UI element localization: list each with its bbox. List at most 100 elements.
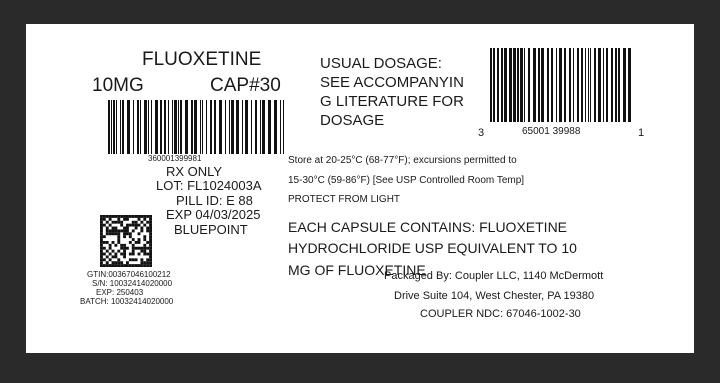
barcode-bar xyxy=(509,48,512,122)
capsule-contents-line-1: EACH CAPSULE CONTAINS: FLUOXETINE xyxy=(288,219,568,235)
datamatrix-module xyxy=(137,246,141,250)
datamatrix-module xyxy=(100,241,103,244)
datamatrix-module xyxy=(117,258,121,262)
datamatrix-module xyxy=(105,226,109,230)
barcode-bar xyxy=(144,100,147,154)
datamatrix-module xyxy=(120,246,124,250)
barcode-bar xyxy=(251,100,252,154)
barcode-bar xyxy=(520,48,523,122)
barcode-bar xyxy=(538,48,540,122)
datamatrix-module xyxy=(131,252,135,256)
datamatrix-module xyxy=(100,217,103,221)
datamatrix-module xyxy=(111,264,115,267)
datamatrix-module xyxy=(114,226,118,230)
datamatrix-module xyxy=(149,246,152,250)
datamatrix-module xyxy=(126,261,129,265)
barcode-bar xyxy=(628,48,631,122)
gtin-number: GTIN:00367046100212 xyxy=(87,270,171,279)
datamatrix-module xyxy=(120,215,124,218)
datamatrix-module xyxy=(146,215,150,218)
datamatrix-module xyxy=(140,258,144,262)
datamatrix-module xyxy=(100,223,103,227)
barcode-bar xyxy=(210,100,212,154)
datamatrix-module xyxy=(120,229,124,233)
prescription-label: FLUOXETINE 10MG CAP#30 360001399981 RX O… xyxy=(26,24,694,353)
datamatrix-module xyxy=(128,241,132,244)
barcode-bar xyxy=(116,100,117,154)
datamatrix-module xyxy=(100,246,103,250)
datamatrix-module xyxy=(126,232,129,236)
datamatrix-module xyxy=(137,223,141,227)
barcode-bar xyxy=(206,100,207,154)
datamatrix-module xyxy=(117,249,121,253)
datamatrix-module xyxy=(111,249,115,253)
datamatrix-module xyxy=(114,252,118,256)
datamatrix-module xyxy=(114,255,118,259)
barcode-bar xyxy=(260,100,261,154)
barcode-bar xyxy=(541,48,544,122)
datamatrix-module xyxy=(123,226,126,230)
barcode-bar xyxy=(280,100,281,154)
storage-line-1: Store at 20-25°C (68-77°F); excursions p… xyxy=(288,155,517,166)
datamatrix-module xyxy=(126,223,129,227)
batch-number: BATCH: 10032414020000 xyxy=(80,297,174,306)
datamatrix-module xyxy=(128,264,132,267)
datamatrix-module xyxy=(146,226,150,230)
datamatrix-module xyxy=(100,235,103,239)
datamatrix-module xyxy=(120,261,124,265)
datamatrix-module xyxy=(143,223,147,227)
barcode-bar xyxy=(573,48,574,122)
barcode-bar xyxy=(120,100,121,154)
datamatrix-module xyxy=(131,223,135,227)
datamatrix-module xyxy=(149,223,152,227)
datamatrix-module xyxy=(102,241,106,244)
datamatrix-module xyxy=(146,258,150,262)
datamatrix-module xyxy=(143,215,147,218)
datamatrix-module xyxy=(123,249,126,253)
datamatrix-module xyxy=(149,229,152,233)
datamatrix-module xyxy=(123,246,126,250)
datamatrix-module xyxy=(143,217,147,221)
datamatrix-module xyxy=(117,217,121,221)
datamatrix-module xyxy=(105,255,109,259)
barcode-bar xyxy=(200,100,201,154)
datamatrix-module xyxy=(128,223,132,227)
dosage-line-3: G LITERATURE FOR xyxy=(320,93,464,110)
barcode-bar xyxy=(513,48,516,122)
barcode-bar xyxy=(497,48,499,122)
manufacturer: BLUEPOINT xyxy=(174,222,248,237)
datamatrix-module xyxy=(134,226,138,230)
barcode-bar xyxy=(606,48,608,122)
datamatrix-module xyxy=(123,215,126,218)
datamatrix-module xyxy=(143,235,147,239)
datamatrix-module xyxy=(114,264,118,267)
barcode-bar xyxy=(151,100,152,154)
datamatrix-module xyxy=(102,217,106,221)
datamatrix-module xyxy=(134,258,138,262)
barcode-bar xyxy=(127,100,130,154)
datamatrix-module xyxy=(131,258,135,262)
barcode-bar xyxy=(598,48,601,122)
datamatrix-module xyxy=(131,229,135,233)
barcode-bar xyxy=(559,48,562,122)
barcode-bar xyxy=(623,48,626,122)
datamatrix-module xyxy=(140,246,144,250)
barcode-bar xyxy=(551,48,553,122)
datamatrix-module xyxy=(111,215,115,218)
datamatrix-module xyxy=(137,232,141,236)
barcode-bar xyxy=(108,100,110,154)
datamatrix-module xyxy=(108,232,112,236)
datamatrix-module xyxy=(149,235,152,239)
barcode-bar xyxy=(590,48,591,122)
barcode-bar xyxy=(137,100,139,154)
datamatrix-module xyxy=(100,220,103,224)
datamatrix-module xyxy=(120,264,124,267)
barcode-bar xyxy=(564,48,566,122)
barcode-bar xyxy=(490,48,492,122)
datamatrix-module xyxy=(102,264,106,267)
datamatrix-module xyxy=(126,215,129,218)
barcode-bar xyxy=(219,100,222,154)
barcode-bar xyxy=(262,100,265,154)
barcode-bar xyxy=(140,100,141,154)
datamatrix-module xyxy=(117,220,121,224)
